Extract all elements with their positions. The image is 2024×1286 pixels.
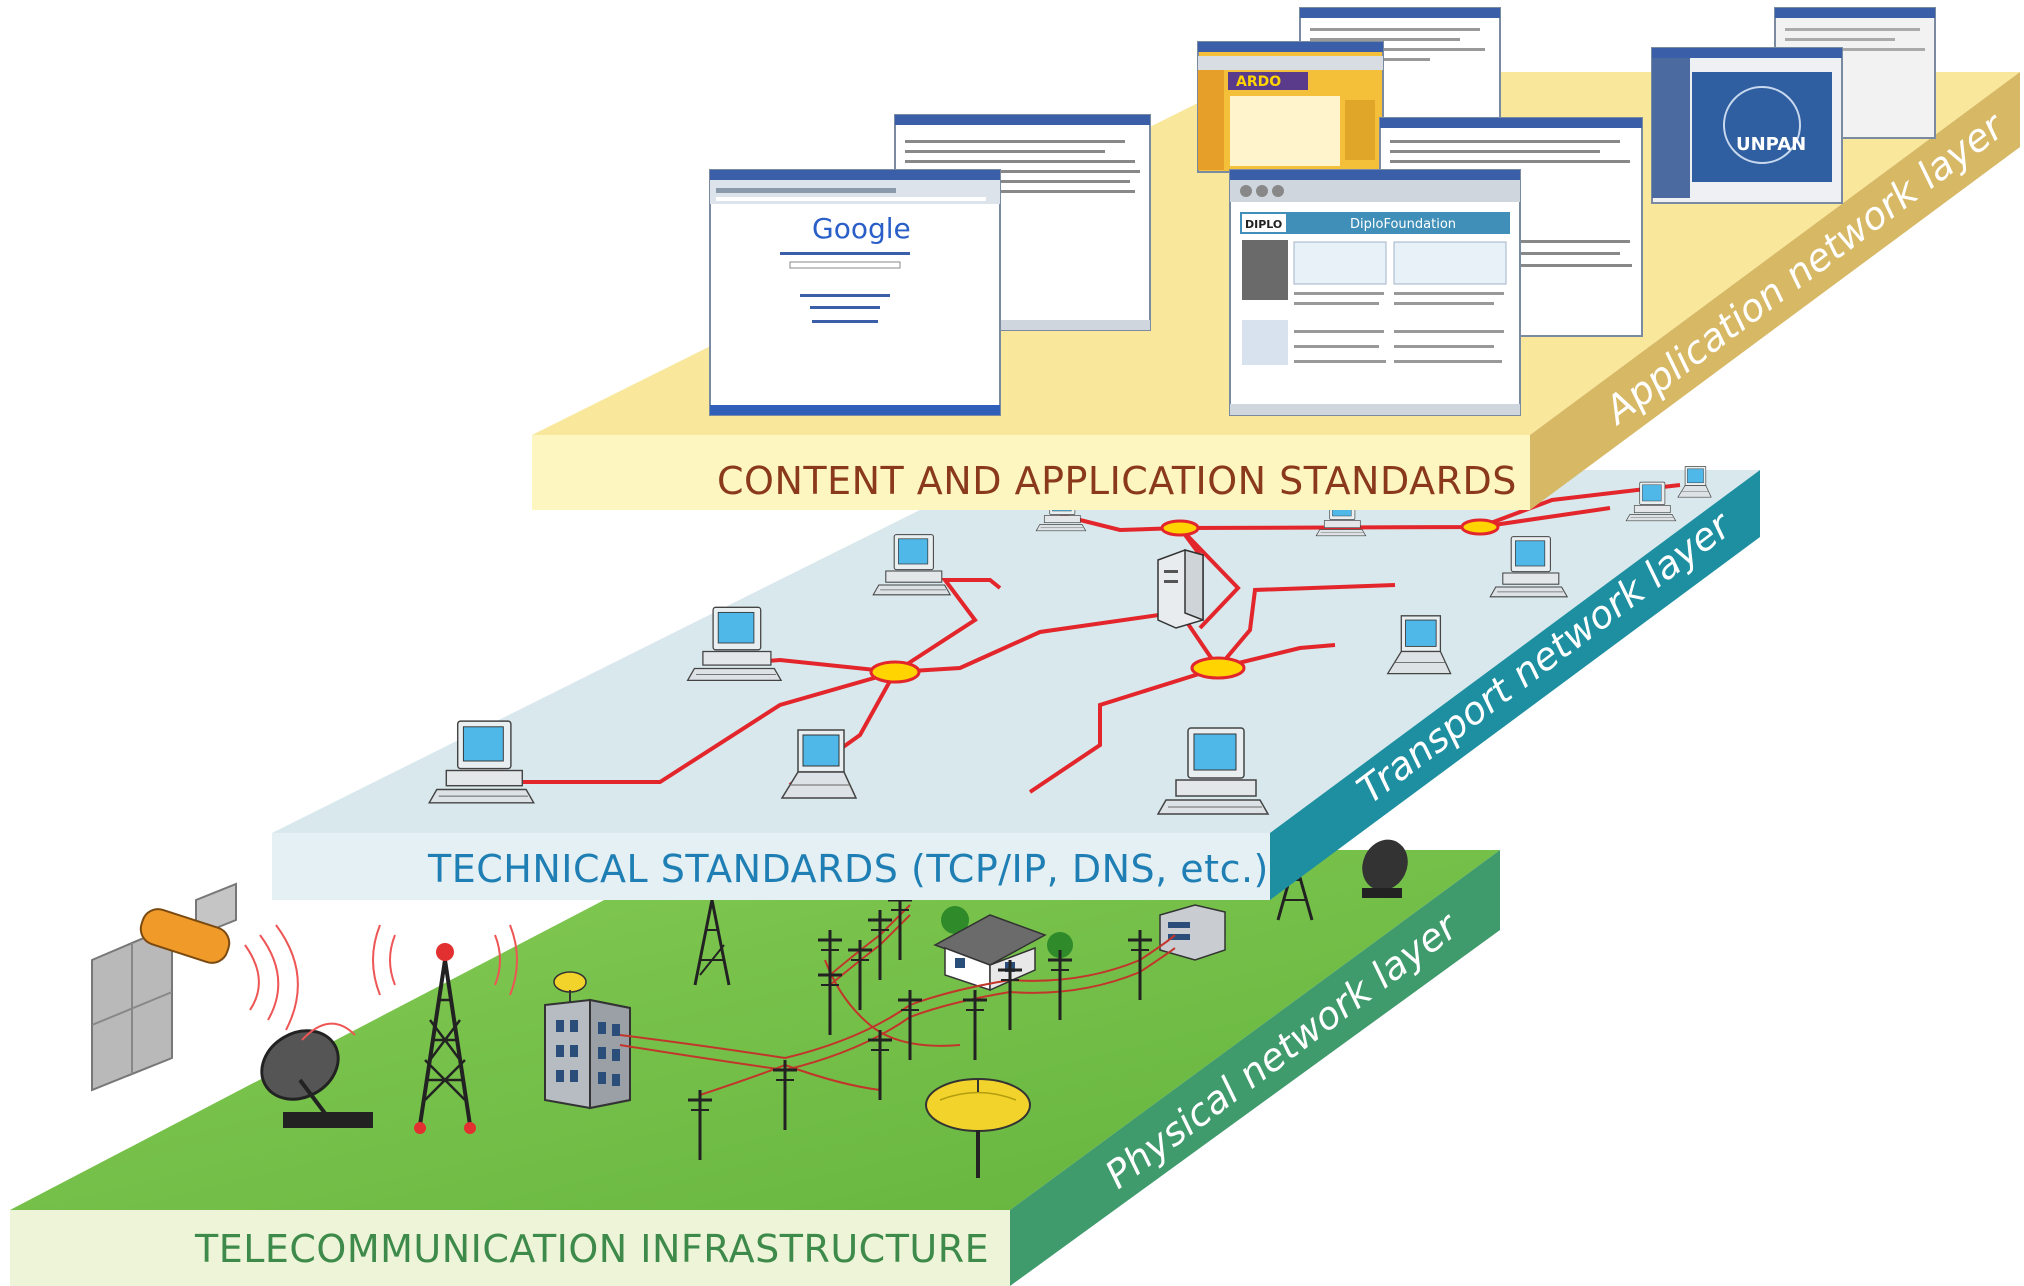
application-layer-title: CONTENT AND APPLICATION STANDARDS (717, 459, 1517, 503)
network-hub (1460, 518, 1500, 536)
browser-window: Google (709, 169, 1001, 416)
dish-antenna-icon (925, 1078, 1031, 1178)
physical-layer-title: TELECOMMUNICATION INFRASTRUCTURE (194, 1227, 989, 1271)
transport-layer-top (272, 470, 1760, 833)
application-layer-front (532, 435, 1530, 510)
physical-layer-side (1010, 850, 1500, 1286)
application-layer: CONTENT AND APPLICATION STANDARDS Applic… (532, 7, 2020, 510)
radio-tower-icon (372, 924, 518, 1134)
network-hub (869, 660, 921, 684)
transport-layer-title: TECHNICAL STANDARDS (TCP/IP, DNS, etc.) (427, 847, 1269, 891)
server-icon (1157, 549, 1204, 629)
dish-antenna-icon (260, 1022, 373, 1128)
unpan-logo: UNPAN (1736, 134, 1806, 155)
physical-layer: TELECOMMUNICATION INFRASTRUCTURE Physica… (10, 839, 1500, 1286)
transport-layer-side (1270, 470, 1760, 900)
transport-layer-front (272, 833, 1270, 900)
transport-layer: TECHNICAL STANDARDS (TCP/IP, DNS, etc.) … (272, 466, 1760, 900)
diplo-foundation-banner: DiploFoundation (1350, 217, 1456, 232)
network-hubs (869, 518, 1500, 684)
ardo-logo: ARDO (1236, 74, 1281, 90)
diplo-logo: DIPLO (1245, 218, 1282, 231)
network-hub (1160, 519, 1200, 537)
physical-layer-top (10, 850, 1500, 1210)
building-icon (1159, 904, 1226, 961)
satellite-icon (91, 882, 299, 1092)
browser-window: UNPAN (1651, 47, 1843, 204)
dish-antenna-icon (1362, 839, 1408, 898)
physical-layer-front (10, 1210, 1010, 1286)
browser-window: ARDO (1197, 41, 1384, 173)
google-logo: Google (812, 212, 911, 245)
application-layer-side (1530, 72, 2020, 510)
browser-window: DIPLO DiploFoundation (1229, 169, 1521, 416)
building-icon (544, 971, 631, 1110)
network-hub (1190, 656, 1246, 680)
